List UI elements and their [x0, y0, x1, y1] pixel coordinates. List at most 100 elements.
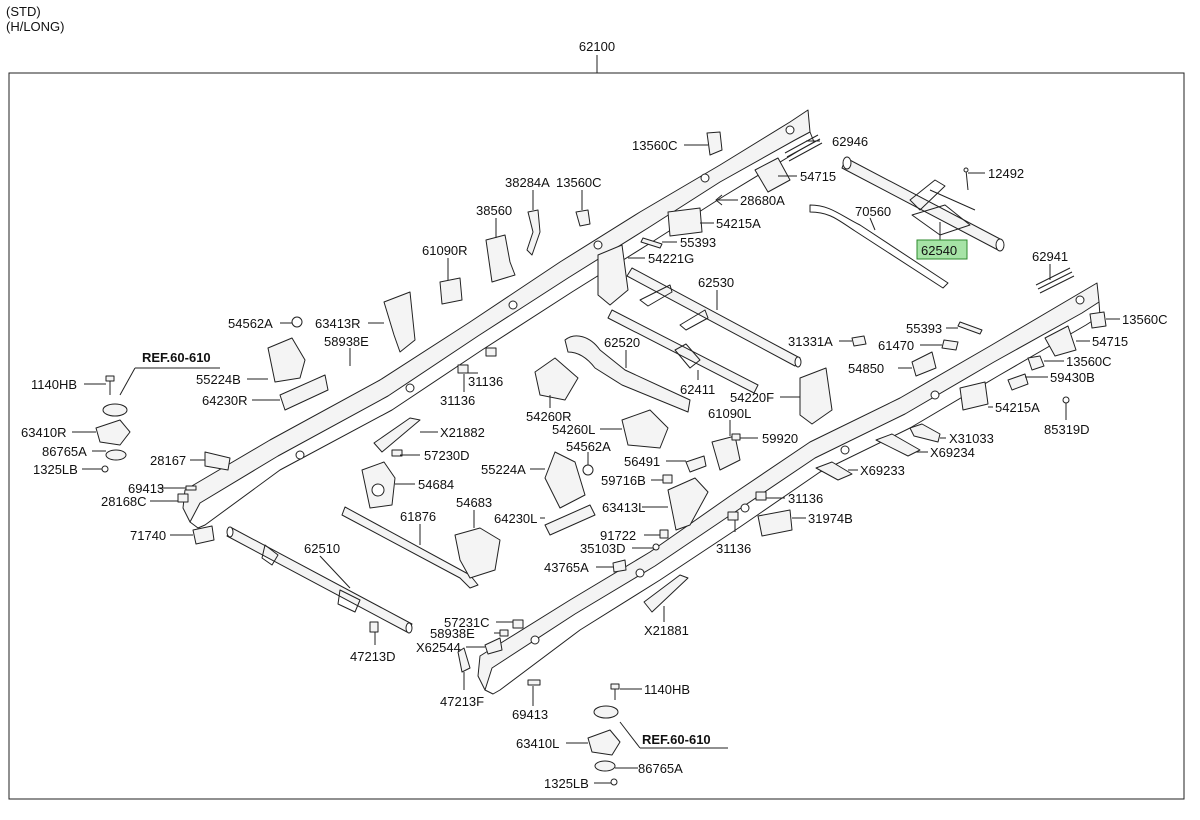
crossmember-62530: [626, 267, 802, 368]
label-55224a[interactable]: 55224A: [481, 462, 526, 477]
label-57230d[interactable]: 57230D: [424, 448, 470, 463]
label-64230r[interactable]: 64230R: [202, 393, 248, 408]
label-31136-c[interactable]: 31136: [788, 491, 823, 506]
label-38284a[interactable]: 38284A: [505, 175, 550, 190]
label-x21882[interactable]: X21882: [440, 425, 485, 440]
label-x21881[interactable]: X21881: [644, 623, 689, 638]
label-58938e-top[interactable]: 58938E: [324, 334, 369, 349]
label-61090r[interactable]: 61090R: [422, 243, 468, 258]
label-63410l[interactable]: 63410L: [516, 736, 559, 751]
label-56491[interactable]: 56491: [624, 454, 660, 469]
spring-62946: [784, 134, 823, 162]
label-54850[interactable]: 54850: [848, 361, 884, 376]
label-54715-top[interactable]: 54715: [800, 169, 836, 184]
label-85319d[interactable]: 85319D: [1044, 422, 1090, 437]
label-59920[interactable]: 59920: [762, 431, 798, 446]
label-x69233[interactable]: X69233: [860, 463, 905, 478]
label-59430b[interactable]: 59430B: [1050, 370, 1095, 385]
label-31136-a[interactable]: 31136: [468, 374, 503, 389]
label-13560c-right[interactable]: 13560C: [1122, 312, 1168, 327]
label-70560[interactable]: 70560: [855, 204, 891, 219]
label-91722[interactable]: 91722: [600, 528, 636, 543]
label-86765a-left[interactable]: 86765A: [42, 444, 87, 459]
label-71740[interactable]: 71740: [130, 528, 166, 543]
bracket-x62544: [484, 637, 503, 655]
label-54562a-mid[interactable]: 54562A: [566, 439, 611, 454]
label-38560[interactable]: 38560: [476, 203, 512, 218]
label-61876[interactable]: 61876: [400, 509, 436, 524]
label-x62544[interactable]: X62544: [416, 640, 461, 655]
label-ref-bot[interactable]: REF.60-610: [642, 732, 711, 747]
bracket-54715-top: [754, 157, 791, 193]
label-55393-right[interactable]: 55393: [906, 321, 942, 336]
label-31331a[interactable]: 31331A: [788, 334, 833, 349]
clip-43765a: [612, 559, 627, 573]
label-62520[interactable]: 62520: [604, 335, 640, 350]
label-63410r[interactable]: 63410R: [21, 425, 67, 440]
label-54715-right[interactable]: 54715: [1092, 334, 1128, 349]
label-54220f[interactable]: 54220F: [730, 390, 774, 405]
clip-13560c-right2: [1027, 355, 1045, 371]
clip-47213f: [457, 647, 471, 673]
label-54260r[interactable]: 54260R: [526, 409, 572, 424]
clip-59920: [731, 433, 741, 441]
label-28680a[interactable]: 28680A: [740, 193, 785, 208]
label-59716b[interactable]: 59716B: [601, 473, 646, 488]
label-86765a-bot[interactable]: 86765A: [638, 761, 683, 776]
label-13560c-mid[interactable]: 13560C: [556, 175, 602, 190]
bolt-12492: [963, 167, 969, 191]
label-54221g[interactable]: 54221G: [648, 251, 694, 266]
label-13560c-right2[interactable]: 13560C: [1066, 354, 1112, 369]
bolt-85319d: [1062, 396, 1070, 415]
label-62411[interactable]: 62411: [680, 382, 715, 397]
label-62946[interactable]: 62946: [832, 134, 868, 149]
label-31136-d[interactable]: 31136: [716, 541, 751, 556]
label-43765a[interactable]: 43765A: [544, 560, 589, 575]
label-x69234[interactable]: X69234: [930, 445, 975, 460]
label-61470[interactable]: 61470: [878, 338, 914, 353]
label-69413-bot[interactable]: 69413: [512, 707, 548, 722]
label-58938e-bot[interactable]: 58938E: [430, 626, 475, 641]
label-54260l[interactable]: 54260L: [552, 422, 595, 437]
mount-54684: [361, 461, 396, 509]
label-ref-top[interactable]: REF.60-610: [142, 350, 211, 365]
label-61090l[interactable]: 61090L: [708, 406, 751, 421]
label-62941[interactable]: 62941: [1032, 249, 1068, 264]
label-13560c-top[interactable]: 13560C: [632, 138, 678, 153]
pin-55393-right: [957, 321, 983, 335]
label-47213d[interactable]: 47213D: [350, 649, 396, 664]
label-1325lb-left[interactable]: 1325LB: [33, 462, 78, 477]
label-57231c[interactable]: 57231C: [444, 615, 490, 630]
clip-91722: [659, 529, 669, 539]
label-28167[interactable]: 28167: [150, 453, 186, 468]
label-54684[interactable]: 54684: [418, 477, 454, 492]
label-28168c[interactable]: 28168C: [101, 494, 147, 509]
label-62510[interactable]: 62510: [304, 541, 340, 556]
label-64230l[interactable]: 64230L: [494, 511, 537, 526]
label-54215a-top[interactable]: 54215A: [716, 216, 761, 231]
label-1140hb-left[interactable]: 1140HB: [31, 377, 77, 392]
label-31136-b[interactable]: 31136: [440, 393, 475, 408]
bracket-64230l: [544, 504, 596, 536]
block-54215a-right: [959, 381, 989, 411]
label-62540[interactable]: 62540: [921, 243, 957, 258]
label-31974b[interactable]: 31974B: [808, 511, 853, 526]
label-55224b[interactable]: 55224B: [196, 372, 241, 387]
label-63413l[interactable]: 63413L: [602, 500, 645, 515]
label-1140hb-bot[interactable]: 1140HB: [644, 682, 690, 697]
plate-59430b: [1007, 373, 1029, 391]
clip-31136-d: [727, 511, 739, 521]
label-54562a-left[interactable]: 54562A: [228, 316, 273, 331]
label-62530[interactable]: 62530: [698, 275, 734, 290]
label-47213f[interactable]: 47213F: [440, 694, 484, 709]
block-54215a-top: [667, 207, 703, 237]
label-12492[interactable]: 12492: [988, 166, 1024, 181]
label-x31033[interactable]: X31033: [949, 431, 994, 446]
label-54215a-right[interactable]: 54215A: [995, 400, 1040, 415]
label-55393-top[interactable]: 55393: [680, 235, 716, 250]
label-54683[interactable]: 54683: [456, 495, 492, 510]
label-69413-left[interactable]: 69413: [128, 481, 164, 496]
label-63413r[interactable]: 63413R: [315, 316, 361, 331]
label-1325lb-bot[interactable]: 1325LB: [544, 776, 589, 791]
label-35103d[interactable]: 35103D: [580, 541, 626, 556]
